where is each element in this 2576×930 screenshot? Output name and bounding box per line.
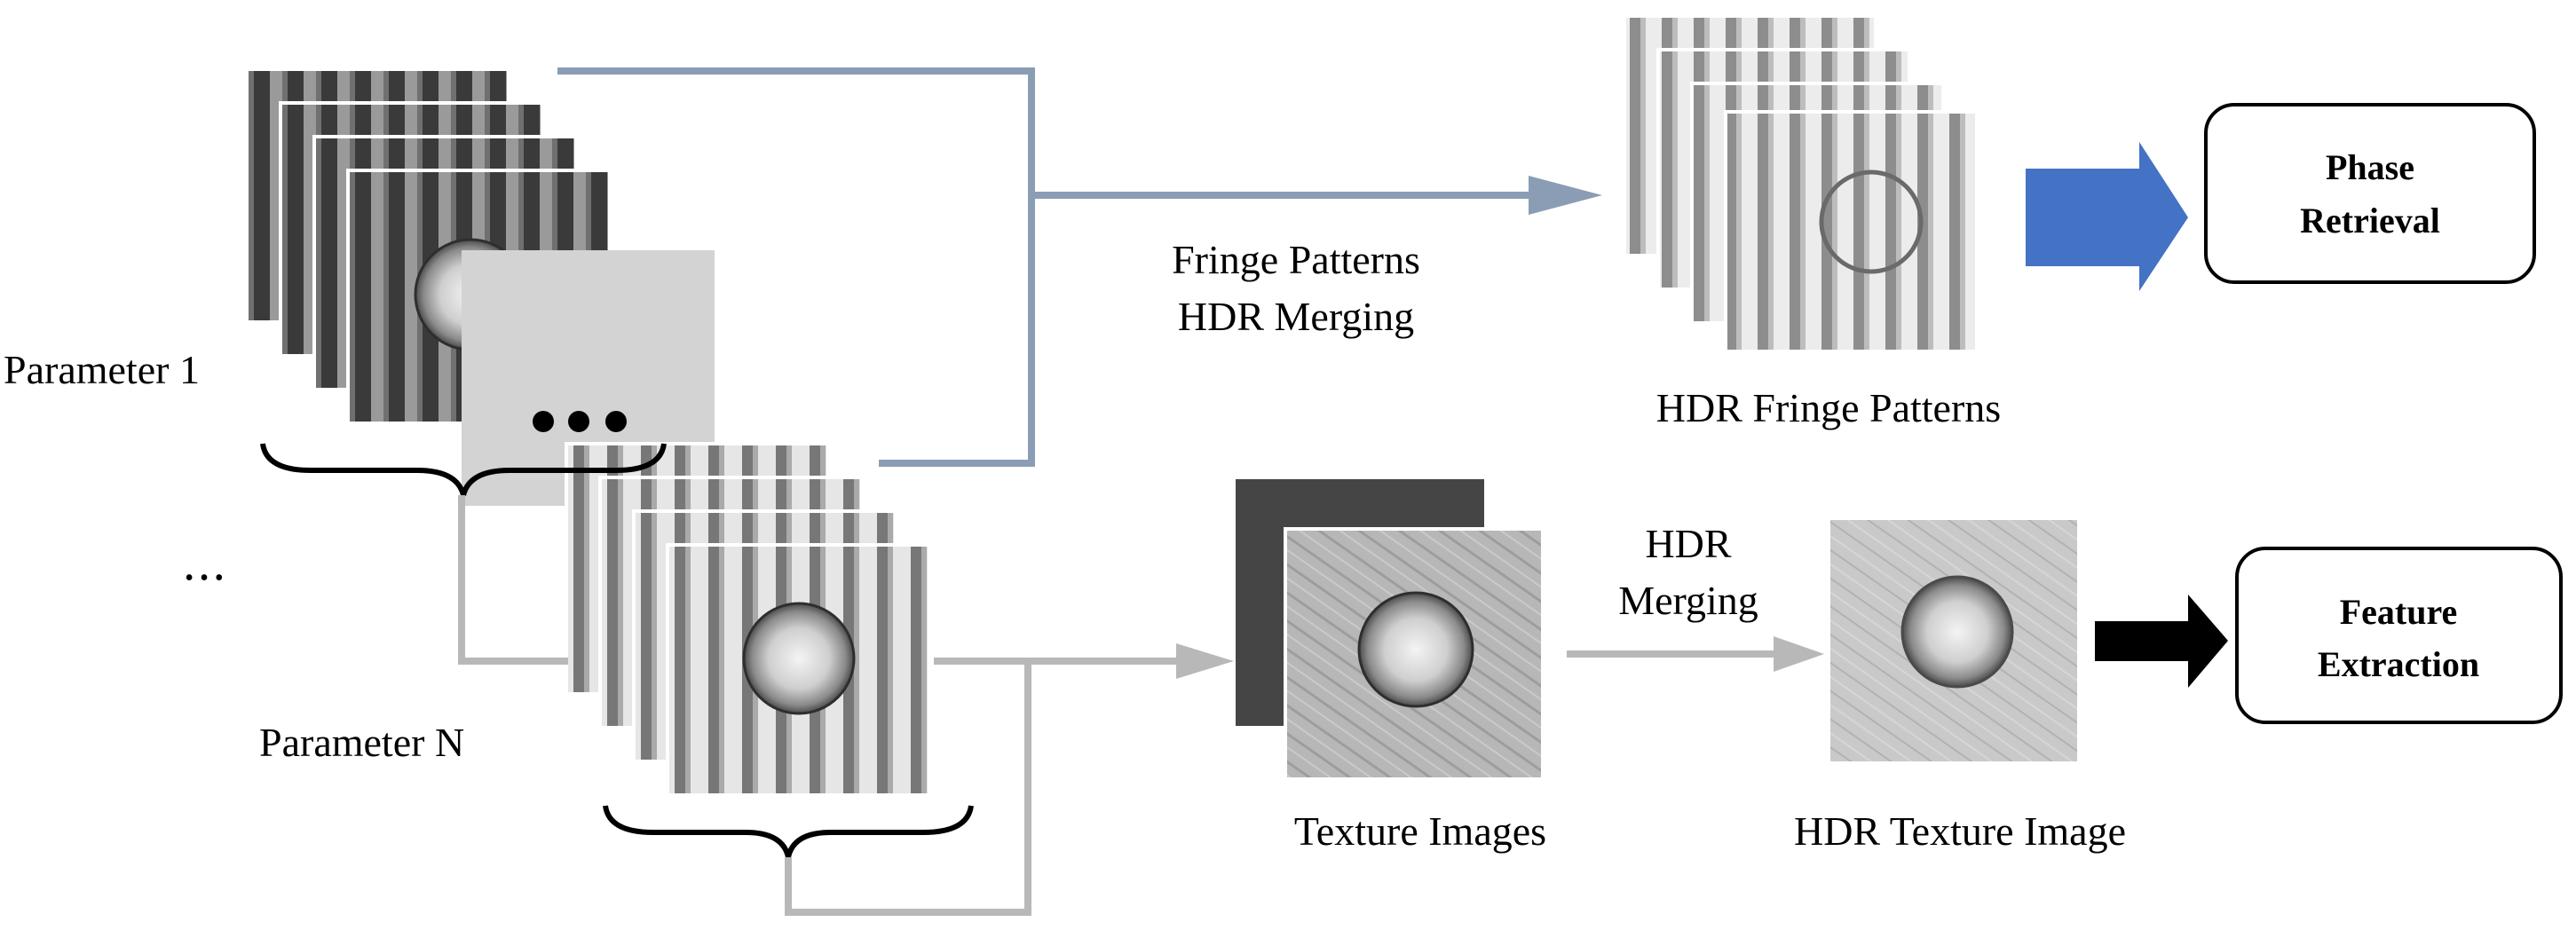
hdr-texture-image bbox=[1830, 520, 2077, 761]
parameter-n-image-stack bbox=[565, 442, 931, 797]
feature-extraction-arrow bbox=[2095, 595, 2228, 688]
hdr-fringe-patterns-label: HDR Fringe Patterns bbox=[1656, 385, 2001, 430]
feature-extraction-label-line2: Extraction bbox=[2318, 644, 2479, 684]
parameter-n-brace bbox=[603, 805, 974, 858]
texture-path-connector bbox=[458, 495, 1176, 916]
texture-images-label: Texture Images bbox=[1294, 808, 1546, 854]
fringe-merging-label-line1: Fringe Patterns bbox=[1172, 237, 1420, 282]
phase-retrieval-label-line2: Retrieval bbox=[2300, 201, 2440, 240]
phase-retrieval-arrow bbox=[2026, 142, 2188, 291]
side-ellipsis-label: • • • bbox=[185, 564, 223, 592]
feature-extraction-box bbox=[2235, 547, 2563, 724]
parameter-n-label: Parameter N bbox=[259, 720, 464, 765]
hdr-fringe-patterns-stack bbox=[1623, 14, 1979, 353]
hdr-merging-label-line1: HDR bbox=[1645, 521, 1731, 566]
fringe-merging-label-line2: HDR Merging bbox=[1178, 294, 1414, 339]
fringe-path-arrowhead bbox=[1529, 176, 1602, 215]
feature-extraction-label-line1: Feature bbox=[2340, 592, 2458, 632]
hdr-merging-arrowhead bbox=[1774, 636, 1824, 672]
texture-path-arrowhead bbox=[1176, 643, 1234, 679]
parameter-1-label: Parameter 1 bbox=[4, 347, 200, 392]
hdr-texture-image-label: HDR Texture Image bbox=[1794, 808, 2126, 854]
fringe-path-connector bbox=[557, 67, 1531, 467]
phase-retrieval-box bbox=[2204, 103, 2536, 284]
ellipsis-dots bbox=[533, 411, 627, 432]
phase-retrieval-label-line1: Phase bbox=[2326, 147, 2414, 187]
texture-images-stack bbox=[1236, 479, 1545, 781]
hdr-merging-label-line2: Merging bbox=[1618, 578, 1758, 623]
